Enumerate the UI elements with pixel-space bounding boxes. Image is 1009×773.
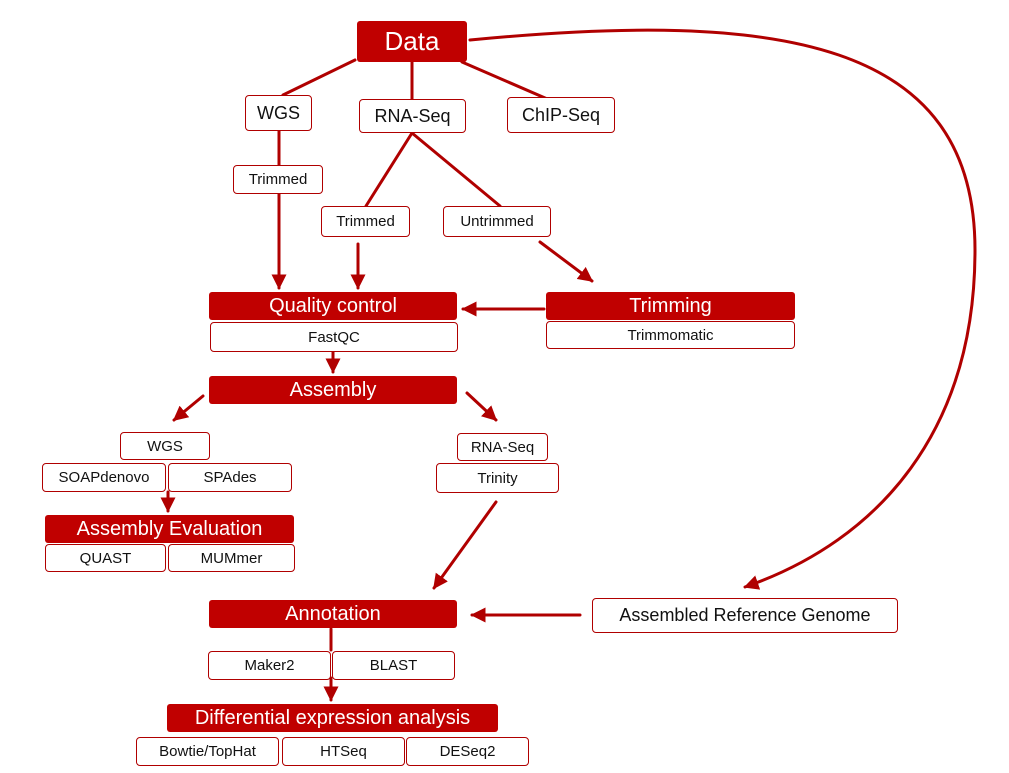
- arrow-assembly-to-rnaseq: [465, 391, 498, 422]
- arrow-untrimmed-to-trimming: [538, 240, 594, 283]
- arrow-data-to-reference-genome: [468, 28, 977, 590]
- arrow-assembly-to-wgs: [172, 394, 205, 422]
- reference-genome-node: Assembled Reference Genome: [592, 598, 898, 633]
- trimmed-rna-node: Trimmed: [321, 206, 410, 237]
- trimmomatic-node: Trimmomatic: [546, 321, 795, 349]
- assembly-evaluation-header: Assembly Evaluation: [45, 515, 294, 543]
- spades-node: SPAdes: [168, 463, 292, 492]
- soapdenovo-node: SOAPdenovo: [42, 463, 166, 492]
- wgs-node: WGS: [245, 95, 312, 131]
- maker2-node: Maker2: [208, 651, 331, 680]
- wgs-assembly-node: WGS: [120, 432, 210, 460]
- line-rnaseq-to-untrimmed: [410, 131, 502, 208]
- quast-node: QUAST: [45, 544, 166, 572]
- annotation-header: Annotation: [209, 600, 457, 628]
- mummer-node: MUMmer: [168, 544, 295, 572]
- rnaseq-assembly-node: RNA-Seq: [457, 433, 548, 461]
- htseq-node: HTSeq: [282, 737, 405, 766]
- quality-control-header: Quality control: [209, 292, 457, 320]
- untrimmed-node: Untrimmed: [443, 206, 551, 237]
- trinity-node: Trinity: [436, 463, 559, 493]
- line-data-to-wgs: [281, 58, 357, 97]
- line-rnaseq-to-trimmed: [364, 131, 414, 208]
- blast-node: BLAST: [332, 651, 455, 680]
- line-data-to-chipseq: [460, 60, 554, 103]
- trimming-header: Trimming: [546, 292, 795, 320]
- assembly-header: Assembly: [209, 376, 457, 404]
- data-node: Data: [357, 21, 467, 62]
- arrow-trinity-to-annotation: [432, 500, 498, 590]
- deseq2-node: DESeq2: [406, 737, 529, 766]
- trimmed-wgs-node: Trimmed: [233, 165, 323, 194]
- bowtie-tophat-node: Bowtie/TopHat: [136, 737, 279, 766]
- fastqc-node: FastQC: [210, 322, 458, 352]
- differential-expression-header: Differential expression analysis: [167, 704, 498, 732]
- chipseq-node: ChIP-Seq: [507, 97, 615, 133]
- rnaseq-node: RNA-Seq: [359, 99, 466, 133]
